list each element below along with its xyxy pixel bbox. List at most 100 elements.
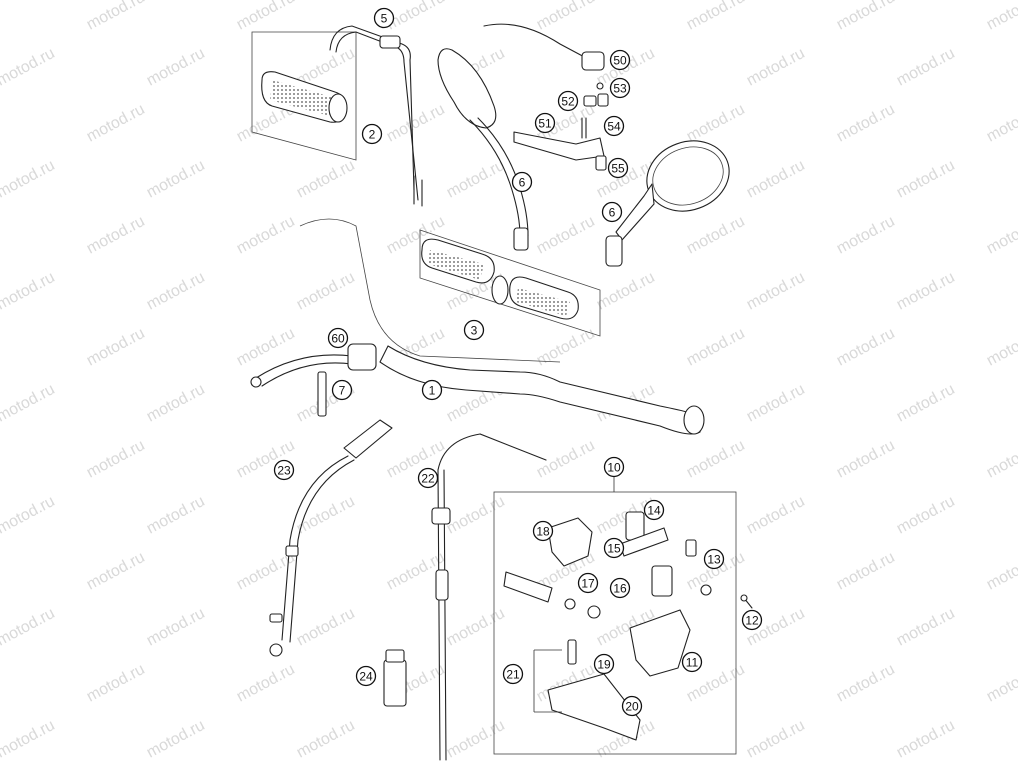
- callout-label: 22: [421, 472, 435, 486]
- callout-18: 18: [532, 520, 554, 542]
- callout-circle: [603, 537, 625, 559]
- callout-circle: [421, 379, 443, 401]
- watermark-text: motod.ru: [234, 213, 298, 258]
- callout-label: 55: [611, 162, 625, 176]
- screw-12: [740, 594, 753, 609]
- callout-circle: [643, 499, 665, 521]
- callout-label: 11: [686, 656, 699, 670]
- callout-circle: [703, 548, 725, 570]
- watermark-text: motod.ru: [984, 213, 1018, 258]
- watermark-text: motod.ru: [684, 101, 748, 146]
- callout-circle: [603, 456, 625, 478]
- callout-53: 53: [609, 77, 631, 99]
- callout-5: 5: [373, 7, 395, 29]
- watermark-text: motod.ru: [834, 101, 898, 146]
- callout-22: 22: [417, 467, 439, 489]
- watermark-text: motod.ru: [294, 605, 358, 650]
- callout-label: 5: [381, 12, 388, 26]
- watermark-text: motod.ru: [84, 325, 148, 370]
- clutch-cable: [269, 419, 393, 657]
- callout-circle: [603, 115, 625, 137]
- callout-label: 51: [538, 117, 552, 131]
- watermark-text: motod.ru: [894, 381, 958, 426]
- container-24: [383, 649, 407, 707]
- watermark-text: motod.ru: [0, 157, 58, 202]
- callout-circle: [361, 123, 383, 145]
- watermark-text: motod.ru: [84, 661, 148, 706]
- callout-17: 17: [577, 572, 599, 594]
- callout-label: 19: [597, 658, 611, 672]
- callout-54: 54: [603, 115, 625, 137]
- watermark-text: motod.ru: [984, 661, 1018, 706]
- watermark-text: motod.ru: [234, 0, 298, 34]
- watermark-text: motod.ru: [984, 549, 1018, 594]
- callout-circle: [532, 520, 554, 542]
- right-mirror: [605, 140, 730, 267]
- callout-circle: [502, 663, 524, 685]
- callout-label: 21: [506, 668, 520, 682]
- watermark-text: motod.ru: [834, 0, 898, 34]
- watermark-text: motod.ru: [0, 493, 58, 538]
- callout-52: 52: [557, 90, 579, 112]
- callout-label: 23: [277, 464, 291, 478]
- watermark-text: motod.ru: [894, 157, 958, 202]
- callout-60: 60: [327, 327, 349, 349]
- callout-50: 50: [609, 49, 631, 71]
- callout-circle: [609, 577, 631, 599]
- watermark-text: motod.ru: [84, 101, 148, 146]
- watermark-text: motod.ru: [744, 717, 808, 762]
- watermark-text: motod.ru: [144, 605, 208, 650]
- watermark-text: motod.ru: [684, 325, 748, 370]
- callout-label: 7: [339, 384, 346, 398]
- callout-label: 17: [581, 577, 595, 591]
- callout-label: 16: [613, 582, 627, 596]
- watermark-text: motod.ru: [144, 381, 208, 426]
- callout-circle: [593, 653, 615, 675]
- callout-20: 20: [621, 695, 643, 717]
- watermark-text: motod.ru: [534, 0, 598, 34]
- watermark-text: motod.ru: [84, 549, 148, 594]
- callout-circle: [355, 665, 377, 687]
- watermark-text: motod.ru: [0, 45, 58, 90]
- callout-circle: [463, 319, 485, 341]
- watermark-text: motod.ru: [744, 157, 808, 202]
- watermark-text: motod.ru: [834, 213, 898, 258]
- watermark-text: motod.ru: [84, 437, 148, 482]
- callout-label: 15: [607, 542, 621, 556]
- watermark-text: motod.ru: [894, 269, 958, 314]
- callout-label: 13: [707, 553, 721, 567]
- callout-6: 6: [511, 171, 533, 193]
- callout-label: 10: [607, 461, 621, 475]
- watermark-text: motod.ru: [444, 493, 508, 538]
- watermark-text: motod.ru: [0, 269, 58, 314]
- watermark-text: motod.ru: [294, 269, 358, 314]
- callout-circle: [681, 651, 703, 673]
- callout-circle: [331, 379, 353, 401]
- watermark-text: motod.ru: [234, 661, 298, 706]
- callout-circle: [511, 171, 533, 193]
- watermark-text: motod.ru: [144, 717, 208, 762]
- callout-circle: [609, 49, 631, 71]
- watermark-text: motod.ru: [894, 717, 958, 762]
- hot-start-lever: [250, 343, 377, 417]
- callout-23: 23: [273, 459, 295, 481]
- callout-24: 24: [355, 665, 377, 687]
- callout-13: 13: [703, 548, 725, 570]
- callout-label: 52: [561, 95, 575, 109]
- watermark-text: motod.ru: [534, 325, 598, 370]
- watermark-text: motod.ru: [294, 157, 358, 202]
- callout-label: 2: [369, 128, 376, 142]
- watermark-text: motod.ru: [684, 213, 748, 258]
- watermark-text: motod.ru: [744, 45, 808, 90]
- watermark-text: motod.ru: [894, 493, 958, 538]
- callout-label: 14: [647, 504, 661, 518]
- watermark-text: motod.ru: [894, 45, 958, 90]
- cable-22: [431, 433, 547, 761]
- callout-3: 3: [463, 319, 485, 341]
- callout-16: 16: [609, 577, 631, 599]
- watermark-text: motod.ru: [0, 605, 58, 650]
- switch-hardware: [483, 23, 609, 171]
- watermark-text: motod.ru: [834, 325, 898, 370]
- watermark-text: motod.ru: [0, 717, 58, 762]
